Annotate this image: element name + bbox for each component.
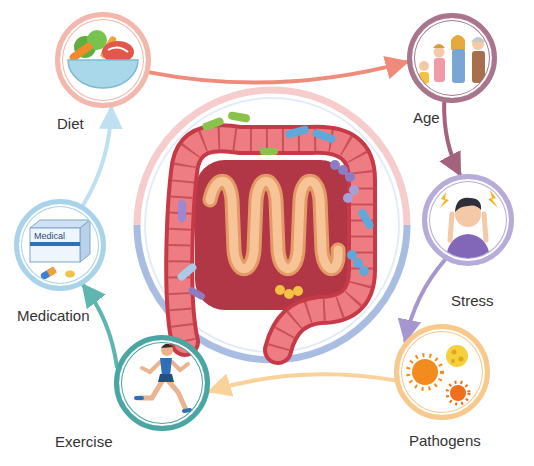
factor-label: Diet <box>57 115 84 133</box>
cycle-arrow <box>83 285 117 367</box>
factor-label: Age <box>413 109 440 127</box>
cycle-arrow <box>209 374 394 391</box>
factor-circle: Exercise <box>114 335 210 431</box>
factor-circle: Stress <box>422 174 514 266</box>
cycle-arrow <box>149 62 407 83</box>
factor-label: Stress <box>451 292 494 310</box>
factor-label: Pathogens <box>409 432 481 450</box>
factor-label: Medication <box>17 307 90 325</box>
factor-circle: Pathogens <box>394 324 490 420</box>
factor-circle: Medication <box>14 199 106 291</box>
factor-circle: Age <box>407 13 497 103</box>
cycle-arrow <box>444 102 460 174</box>
factor-label: Exercise <box>55 433 113 451</box>
box-label: Medical <box>34 231 65 242</box>
factor-circle: Diet <box>55 12 151 108</box>
cycle-arrow <box>83 107 111 205</box>
